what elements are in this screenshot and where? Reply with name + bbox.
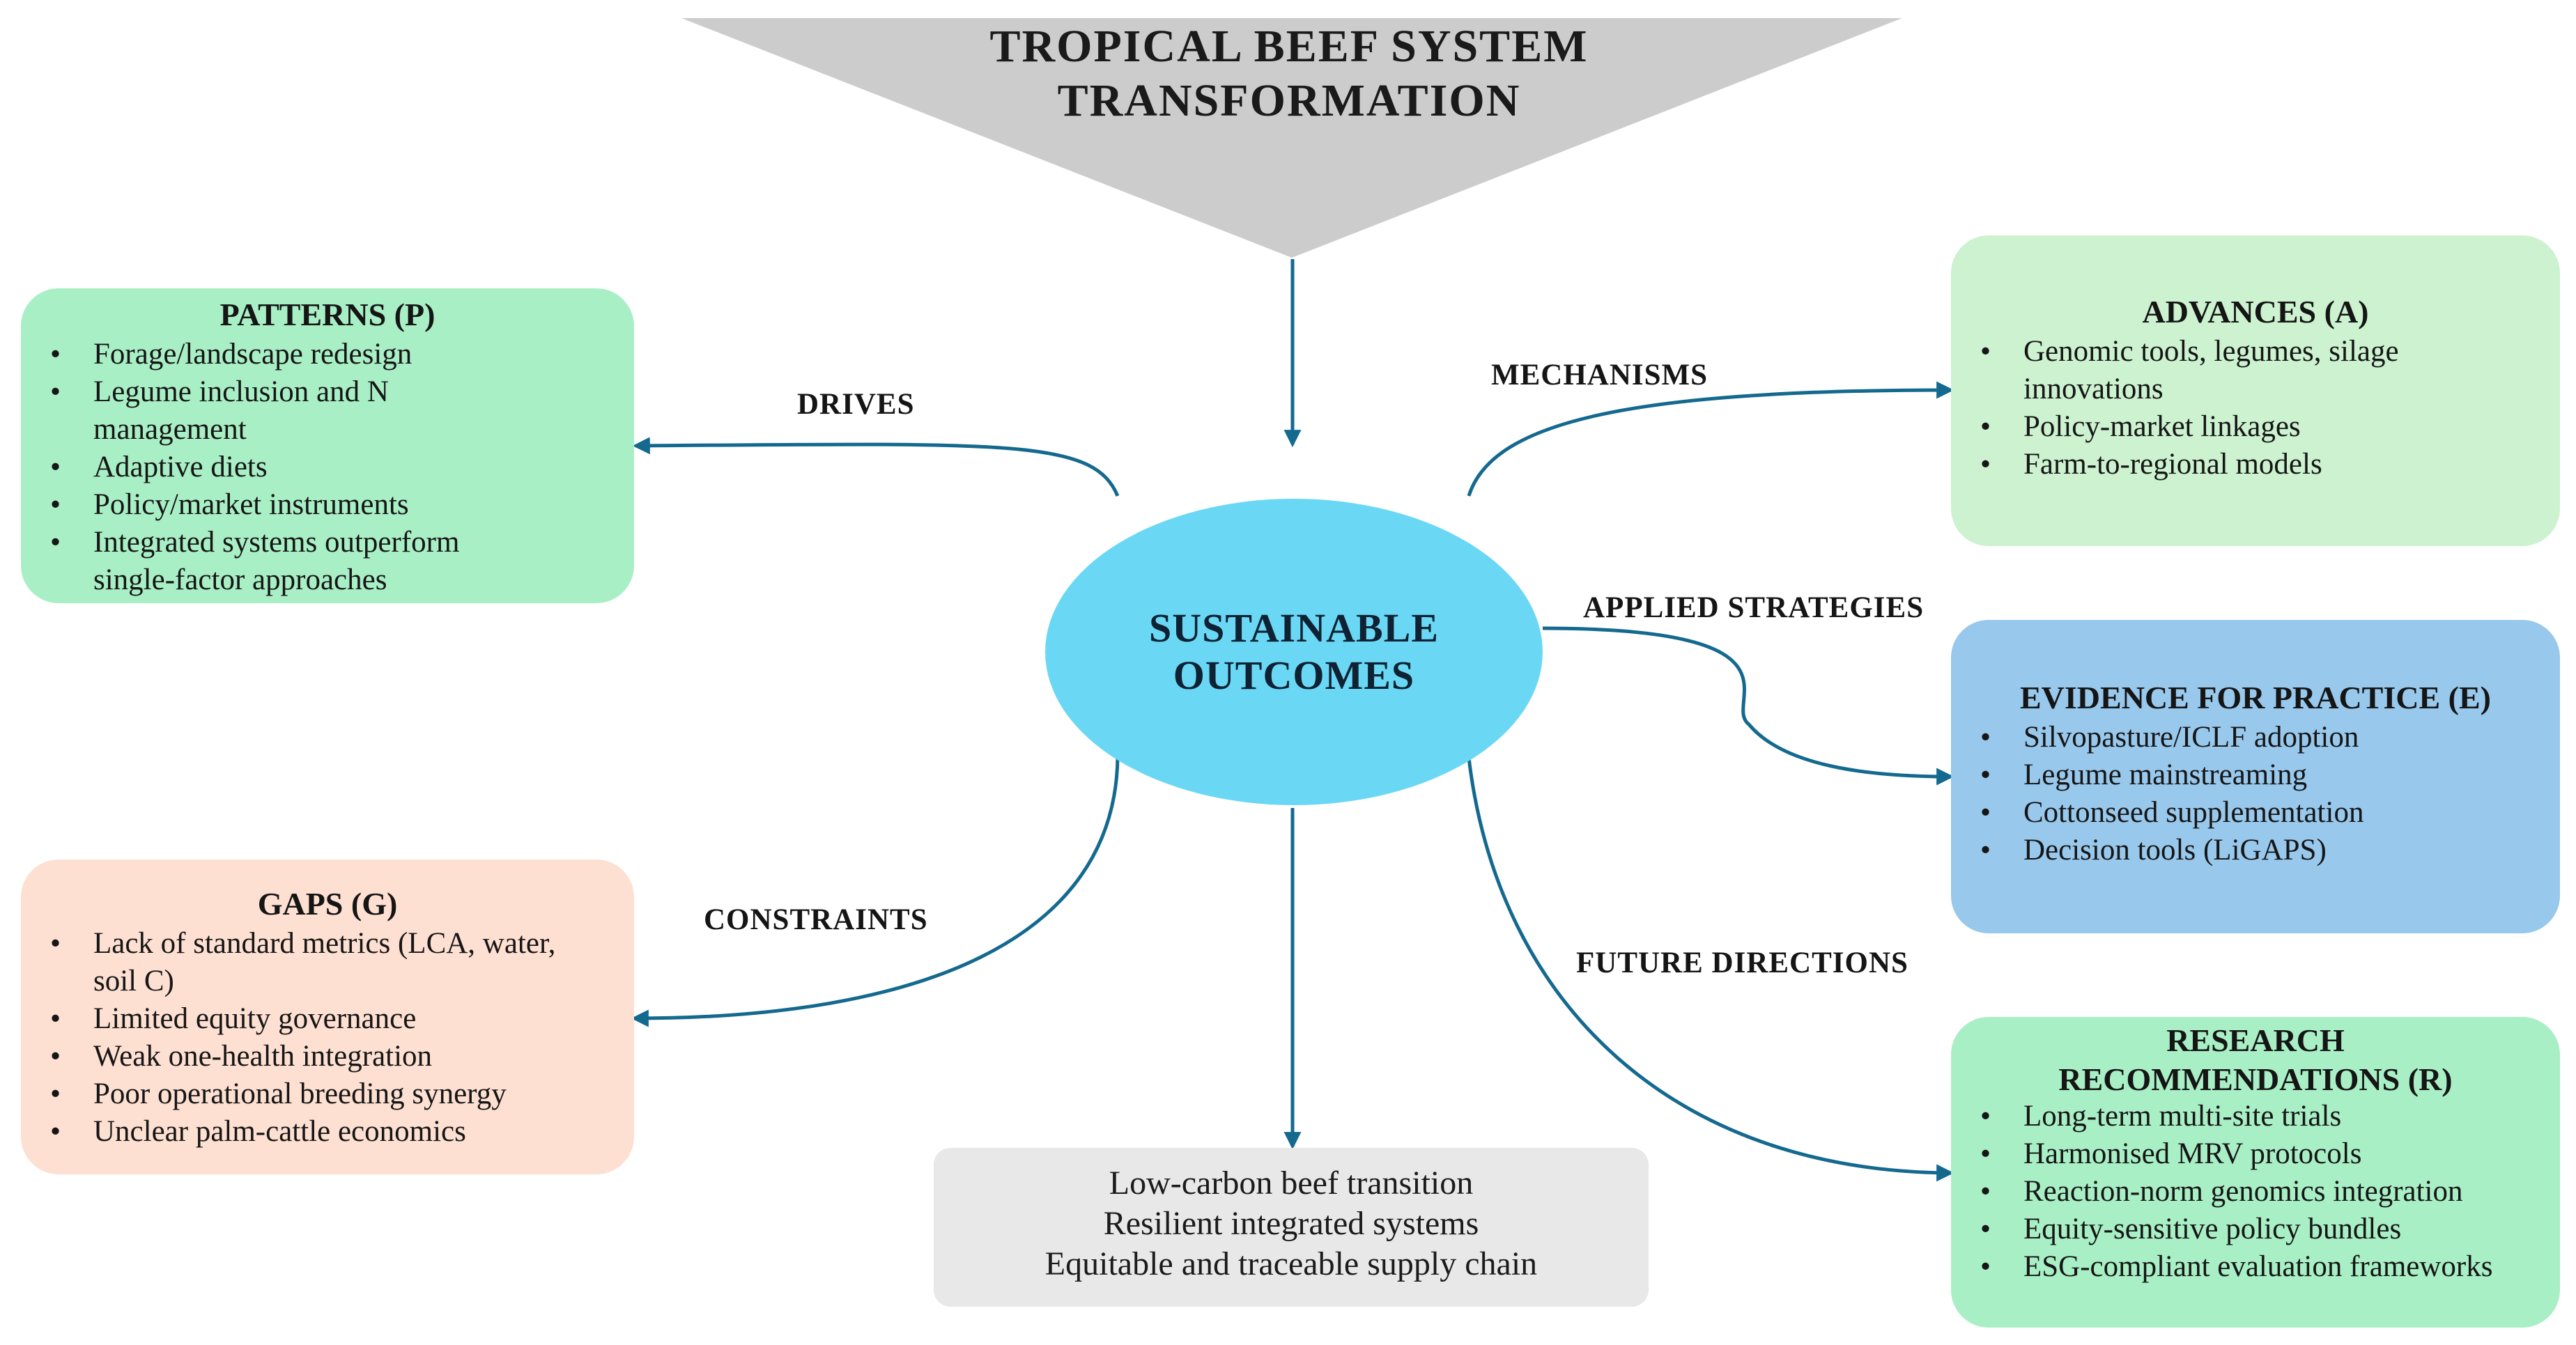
patterns-item: Policy/market instruments	[50, 486, 537, 524]
advances-item: Genomic tools, legumes, silage innovatio…	[1980, 333, 2518, 408]
advances-item: Policy-market linkages	[1980, 408, 2518, 446]
research-item: Long-term multi-site trials	[1980, 1098, 2546, 1135]
research-item: Reaction-norm genomics integration	[1980, 1173, 2546, 1211]
arrow-applied-strategies	[1542, 626, 1954, 786]
research-title: RESEARCH RECOMMENDATIONS (R)	[1951, 1021, 2560, 1099]
diagram-title-line-1: TROPICAL BEEF SYSTEM	[989, 21, 1589, 72]
evidence-item: Legume mainstreaming	[1980, 756, 2532, 794]
evidence-title: EVIDENCE FOR PRACTICE (E)	[2020, 680, 2491, 715]
research-title-line-1: RESEARCH	[2166, 1023, 2345, 1058]
evidence-item: Cottonseed supplementation	[1980, 794, 2532, 832]
advances-box: ADVANCES (A) Genomic tools, legumes, sil…	[1951, 235, 2560, 546]
advances-title: ADVANCES (A)	[2142, 294, 2369, 329]
gaps-item: Lack of standard metrics (LCA, water, so…	[50, 925, 592, 1000]
title-funnel	[681, 18, 1902, 258]
evidence-list: Silvopasture/ICLF adoption Legume mainst…	[1951, 719, 2560, 869]
edge-label-mechanisms: MECHANISMS	[1491, 359, 1709, 391]
outcomes-box: Low-carbon beef transition Resilient int…	[934, 1148, 1649, 1307]
gaps-item: Unclear palm-cattle economics	[50, 1113, 592, 1151]
gaps-item: Poor operational breeding synergy	[50, 1075, 592, 1113]
advances-list: Genomic tools, legumes, silage innovatio…	[1951, 333, 2560, 483]
gaps-item: Limited equity governance	[50, 1000, 592, 1038]
diagram-title: TROPICAL BEEF SYSTEM TRANSFORMATION	[989, 20, 1589, 128]
gaps-title: GAPS (G)	[257, 886, 398, 922]
patterns-item: Legume inclusion and N management	[50, 373, 537, 449]
arrow-future-directions	[1467, 757, 1954, 1182]
center-node-sustainable-outcomes: SUSTAINABLE OUTCOMES	[1045, 499, 1543, 805]
patterns-box: PATTERNS (P) Forage/landscape redesign L…	[21, 288, 634, 603]
gaps-box: GAPS (G) Lack of standard metrics (LCA, …	[21, 860, 634, 1174]
research-item: Equity-sensitive policy bundles	[1980, 1211, 2546, 1248]
center-label-line-2: OUTCOMES	[1173, 653, 1415, 698]
edge-label-constraints: CONSTRAINTS	[704, 903, 928, 936]
research-title-line-2: RECOMMENDATIONS (R)	[2058, 1062, 2453, 1097]
research-box: RESEARCH RECOMMENDATIONS (R) Long-term m…	[1951, 1017, 2560, 1328]
patterns-title: PATTERNS (P)	[219, 297, 435, 332]
patterns-item: Integrated systems outperform single-fac…	[50, 524, 537, 599]
edge-label-applied-strategies: APPLIED STRATEGIES	[1583, 591, 1925, 624]
arrow-constraints	[631, 757, 1120, 1027]
patterns-list: Forage/landscape redesign Legume inclusi…	[21, 336, 634, 599]
outcome-line: Resilient integrated systems	[1103, 1205, 1479, 1242]
evidence-item: Decision tools (LiGAPS)	[1980, 832, 2532, 869]
arrow-mechanisms	[1467, 381, 1954, 497]
research-item: ESG-compliant evaluation frameworks	[1980, 1248, 2546, 1286]
evidence-box: EVIDENCE FOR PRACTICE (E) Silvopasture/I…	[1951, 620, 2560, 933]
research-item: Harmonised MRV protocols	[1980, 1135, 2546, 1173]
advances-item: Farm-to-regional models	[1980, 446, 2518, 483]
research-list: Long-term multi-site trials Harmonised M…	[1951, 1098, 2560, 1286]
patterns-item: Forage/landscape redesign	[50, 336, 537, 373]
evidence-item: Silvopasture/ICLF adoption	[1980, 719, 2532, 756]
edge-label-drives: DRIVES	[797, 388, 915, 421]
diagram-title-line-2: TRANSFORMATION	[1057, 75, 1521, 126]
arrow-drives	[632, 437, 1120, 497]
gaps-list: Lack of standard metrics (LCA, water, so…	[21, 925, 634, 1151]
edge-label-future-directions: FUTURE DIRECTIONS	[1576, 947, 1908, 979]
patterns-item: Adaptive diets	[50, 449, 537, 486]
gaps-item: Weak one-health integration	[50, 1038, 592, 1075]
center-label-line-1: SUSTAINABLE	[1148, 605, 1440, 651]
outcome-line: Equitable and traceable supply chain	[1044, 1245, 1538, 1282]
outcome-line: Low-carbon beef transition	[1109, 1165, 1474, 1202]
